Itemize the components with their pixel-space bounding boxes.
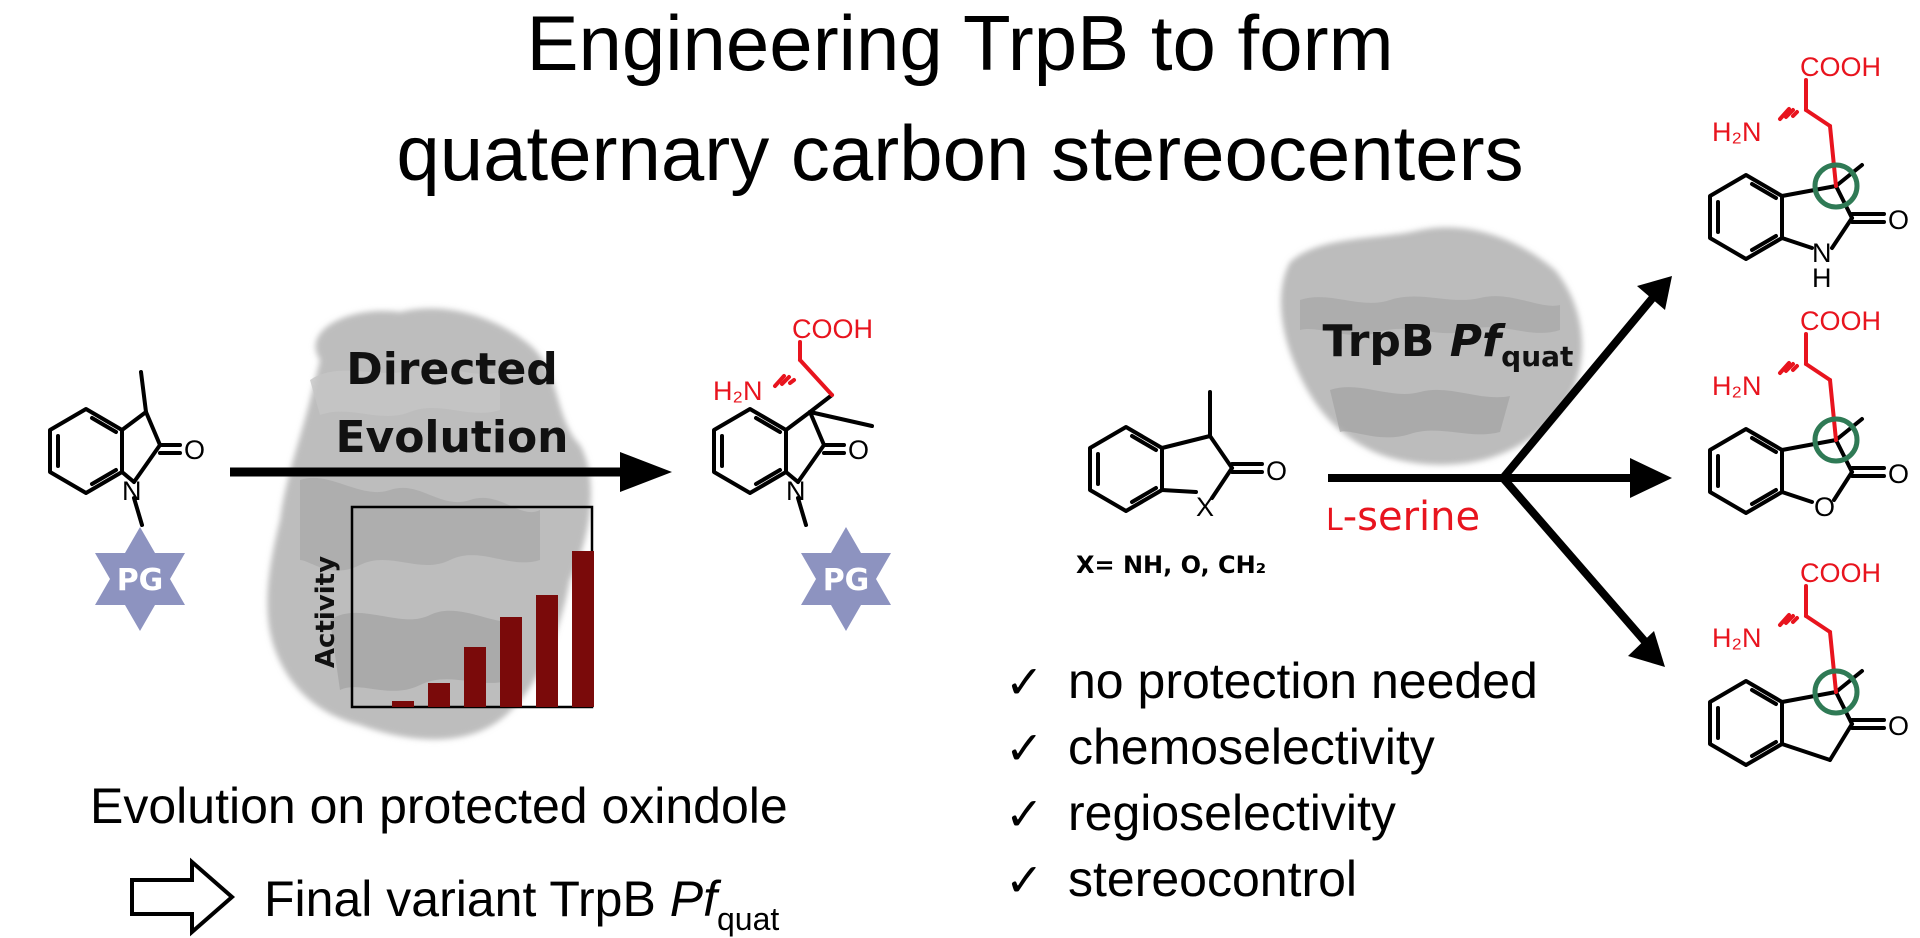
product-1-amine: H₂N bbox=[1712, 117, 1761, 147]
product-3-carbonyl-o: O bbox=[1888, 711, 1909, 741]
enzyme-label-sub: quat bbox=[1501, 340, 1573, 373]
reagent-smallcap: L bbox=[1326, 503, 1343, 538]
product-1-carbonyl-o: O bbox=[1888, 205, 1909, 235]
activity-inset: Activity bbox=[311, 505, 594, 709]
stereocenter-circle bbox=[1812, 162, 1860, 210]
caption-final-variant-row: Final variant TrpB Pfquat bbox=[130, 857, 779, 937]
product-1-ring-h: H bbox=[1812, 263, 1832, 293]
product-2-acid: COOH bbox=[1800, 306, 1881, 336]
checklist-item: stereocontrol bbox=[1068, 851, 1357, 907]
caption-final-variant-prefix: Final variant TrpB bbox=[264, 871, 670, 927]
product-2-carbonyl-o: O bbox=[1888, 459, 1909, 489]
start-carbonyl-o: O bbox=[184, 435, 205, 465]
checklist-item: chemoselectivity bbox=[1068, 719, 1435, 775]
arrow-label-directed: Directed bbox=[346, 344, 558, 395]
left-product-nitrogen: N bbox=[786, 476, 806, 506]
start-protecting-group: PG bbox=[95, 527, 185, 631]
enzyme-label-italic: Pf bbox=[1450, 316, 1506, 367]
caption-final-variant-sub: quat bbox=[717, 901, 779, 937]
checklist-item: no protection needed bbox=[1068, 653, 1538, 709]
caption-final-variant: Final variant TrpB Pfquat bbox=[264, 871, 779, 937]
check-icon: ✓ bbox=[1005, 655, 1044, 709]
activity-bars bbox=[392, 551, 594, 707]
protein-surface-right bbox=[1280, 227, 1583, 465]
activity-axis-label: Activity bbox=[311, 556, 341, 668]
product-2-benzofuranone: COOH H₂N O O bbox=[1708, 306, 1909, 522]
product-2-ring-o: O bbox=[1814, 492, 1835, 522]
substrate-x-atom: X bbox=[1196, 492, 1214, 522]
left-product-carbonyl-o: O bbox=[848, 435, 869, 465]
directed-evolution-arrow bbox=[230, 452, 672, 492]
check-icon: ✓ bbox=[1005, 787, 1044, 841]
substrate-structure: O X bbox=[1088, 390, 1287, 522]
product-3-acid: COOH bbox=[1800, 558, 1881, 588]
activity-bar bbox=[572, 551, 594, 707]
product-3-indanone: COOH H₂N O bbox=[1708, 558, 1909, 767]
product-pg-label: PG bbox=[823, 563, 870, 598]
reagent-label: L-serine bbox=[1326, 494, 1480, 540]
start-nitrogen: N bbox=[122, 476, 142, 506]
arrow-label-evolution: Evolution bbox=[335, 412, 568, 463]
title-line-1: Engineering TrpB to form bbox=[526, 0, 1393, 87]
activity-bar bbox=[464, 647, 486, 707]
divergent-arrow bbox=[1328, 276, 1672, 667]
product-1-acid: COOH bbox=[1800, 52, 1881, 82]
product-protecting-group: PG bbox=[801, 527, 891, 631]
activity-bar bbox=[536, 595, 558, 707]
left-product-amine: H₂N bbox=[713, 376, 762, 406]
check-icon: ✓ bbox=[1005, 721, 1044, 775]
enzyme-label: TrpB Pfquat bbox=[1323, 316, 1574, 373]
stereocenter-circle bbox=[1812, 416, 1860, 464]
activity-bar bbox=[428, 683, 450, 707]
checklist: ✓ no protection needed ✓ chemoselectivit… bbox=[1005, 653, 1538, 907]
product-3-amine: H₂N bbox=[1712, 623, 1761, 653]
product-1-ring-n: N bbox=[1812, 238, 1832, 268]
start-pg-label: PG bbox=[117, 563, 164, 598]
title-line-2: quaternary carbon stereocenters bbox=[396, 109, 1523, 197]
caption-evolution: Evolution on protected oxindole bbox=[90, 778, 788, 834]
caption-final-variant-italic: Pf bbox=[670, 871, 722, 927]
starting-oxindole-structure: O N bbox=[48, 370, 205, 527]
product-1-oxindole: COOH H₂N O N H bbox=[1708, 52, 1909, 293]
left-product-structure: O N COOH H₂N bbox=[712, 314, 874, 527]
product-2-amine: H₂N bbox=[1712, 371, 1761, 401]
activity-bar bbox=[392, 701, 414, 707]
activity-bar bbox=[500, 617, 522, 707]
checklist-item: regioselectivity bbox=[1068, 785, 1396, 841]
left-product-acid: COOH bbox=[792, 314, 873, 344]
enzyme-label-prefix: TrpB bbox=[1323, 316, 1450, 367]
substrate-carbonyl-o: O bbox=[1266, 456, 1287, 486]
stereocenter-circle bbox=[1812, 668, 1860, 716]
check-icon: ✓ bbox=[1005, 853, 1044, 907]
x-definition: X= NH, O, CH₂ bbox=[1076, 551, 1266, 579]
reagent-rest: -serine bbox=[1343, 494, 1480, 540]
open-arrow-icon bbox=[130, 857, 236, 937]
